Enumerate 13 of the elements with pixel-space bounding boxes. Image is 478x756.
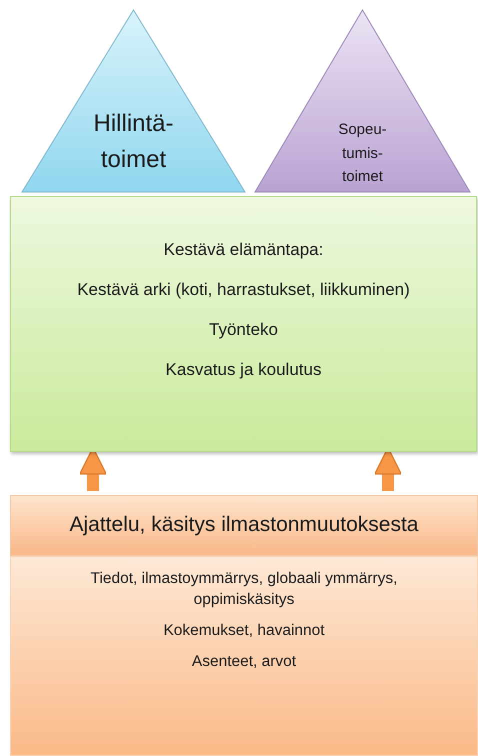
box-text: Kestävä arki (koti, harrastukset, liikkuminen) bbox=[77, 278, 410, 301]
box-text: Ajattelu, käsitys ilmastonmuutoksesta bbox=[70, 512, 418, 538]
body-panel bbox=[10, 556, 478, 756]
triangle-label: Hillintä- toimet bbox=[92, 109, 174, 175]
triangle-label: Sopeu- tumis- toimet bbox=[337, 120, 388, 187]
header-band bbox=[10, 495, 478, 556]
box-text: Kasvatus ja koulutus bbox=[166, 358, 322, 381]
box-text: Kestävä elämäntapa: bbox=[164, 239, 324, 261]
box-text: Työnteko bbox=[209, 318, 278, 341]
rectangle-box bbox=[10, 196, 477, 452]
box-text: Kokemukset, havainnot bbox=[163, 620, 325, 641]
box-text: Tiedot, ilmastoymmärrys, globaali ymmärrys, oppimiskäsitys bbox=[90, 569, 398, 610]
box-text: Asenteet, arvot bbox=[192, 652, 296, 672]
